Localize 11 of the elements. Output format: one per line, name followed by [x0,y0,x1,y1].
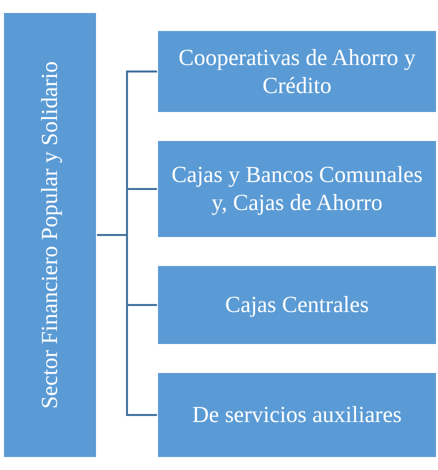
connector-line [97,234,157,416]
box-label: De servicios auxiliares [191,401,403,429]
box-label: Cajas y Bancos Comunales y, Cajas de Ahorro [170,161,424,217]
category-box [157,372,437,458]
category-box [157,140,437,238]
box-label: Cajas Centrales [224,291,370,319]
box-label: Cooperativas de Ahorro y Crédito [178,44,416,100]
category-box [157,265,437,345]
category-box [157,30,437,113]
box-label: Sector Financiero Popular y Solidario [36,60,63,411]
category-box [3,12,97,458]
